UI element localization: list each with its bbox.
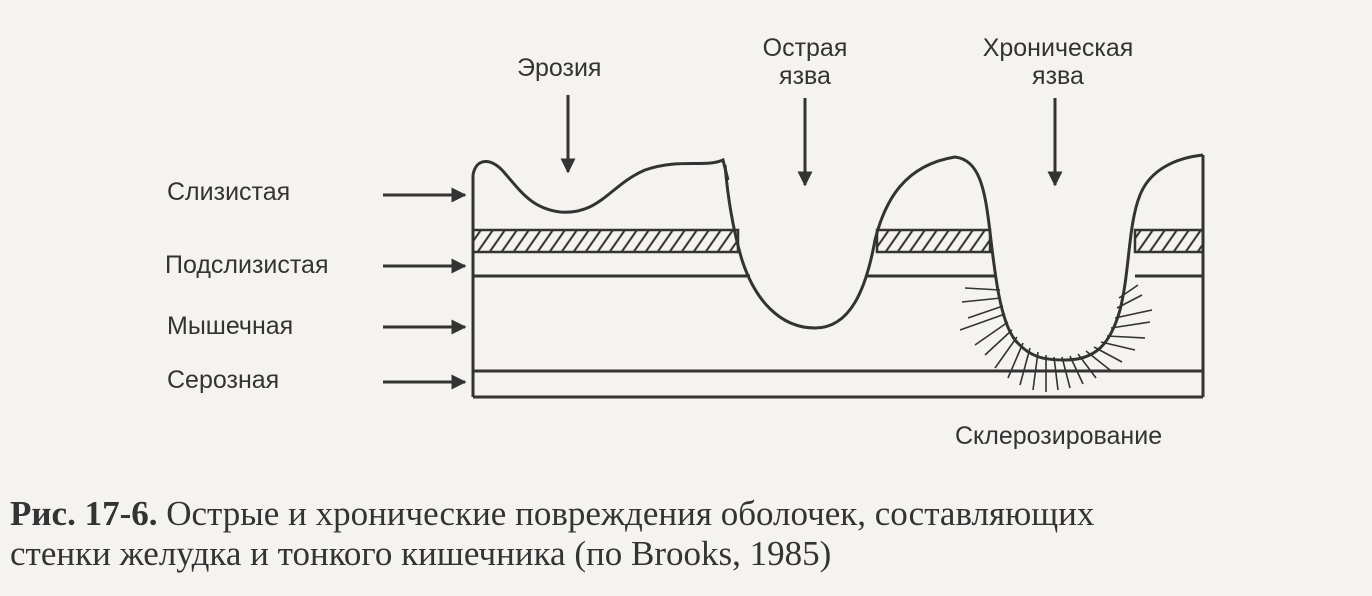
sclerosis-fibers [959,284,1153,392]
muscular-label: Мышечная [167,312,294,340]
caption-text-line2: стенки желудка и тонкого кишечника (по B… [10,534,832,573]
caption-line-1: Рис. 17-6. Острые и хронические поврежде… [10,494,1370,534]
acute-ulcer-label-line2: язва [779,62,831,90]
figure-number: Рис. 17-6. [10,494,158,533]
sclerosis-label: Склерозирование [955,422,1163,450]
acute-ulcer-crater [723,155,992,330]
submucosa-label: Подслизистая [165,251,329,279]
hatched-band-middle [875,228,992,254]
serosa-label: Серозная [167,366,280,394]
mucosa-surface-erosion [471,157,730,214]
figure-caption: Рис. 17-6. Острые и хронические поврежде… [10,494,1370,574]
acute-ulcer-label-line1: Острая [762,34,848,62]
chronic-ulcer-crater [988,153,1204,362]
chronic-ulcer-label-line1: Хроническая [982,34,1134,62]
hatched-band-right [1133,228,1205,254]
mucosa-label: Слизистая [167,178,291,206]
caption-text-line1: Острые и хронические повреждения оболоче… [166,494,1095,533]
diagram-drawing [383,95,1205,399]
erosion-label: Эрозия [517,54,602,82]
chronic-ulcer-label-line2: язва [1032,62,1084,90]
ulcer-layers-diagram: Эрозия Острая язва Хроническая язва Слиз… [165,34,1205,450]
hatched-band-left [471,228,740,254]
